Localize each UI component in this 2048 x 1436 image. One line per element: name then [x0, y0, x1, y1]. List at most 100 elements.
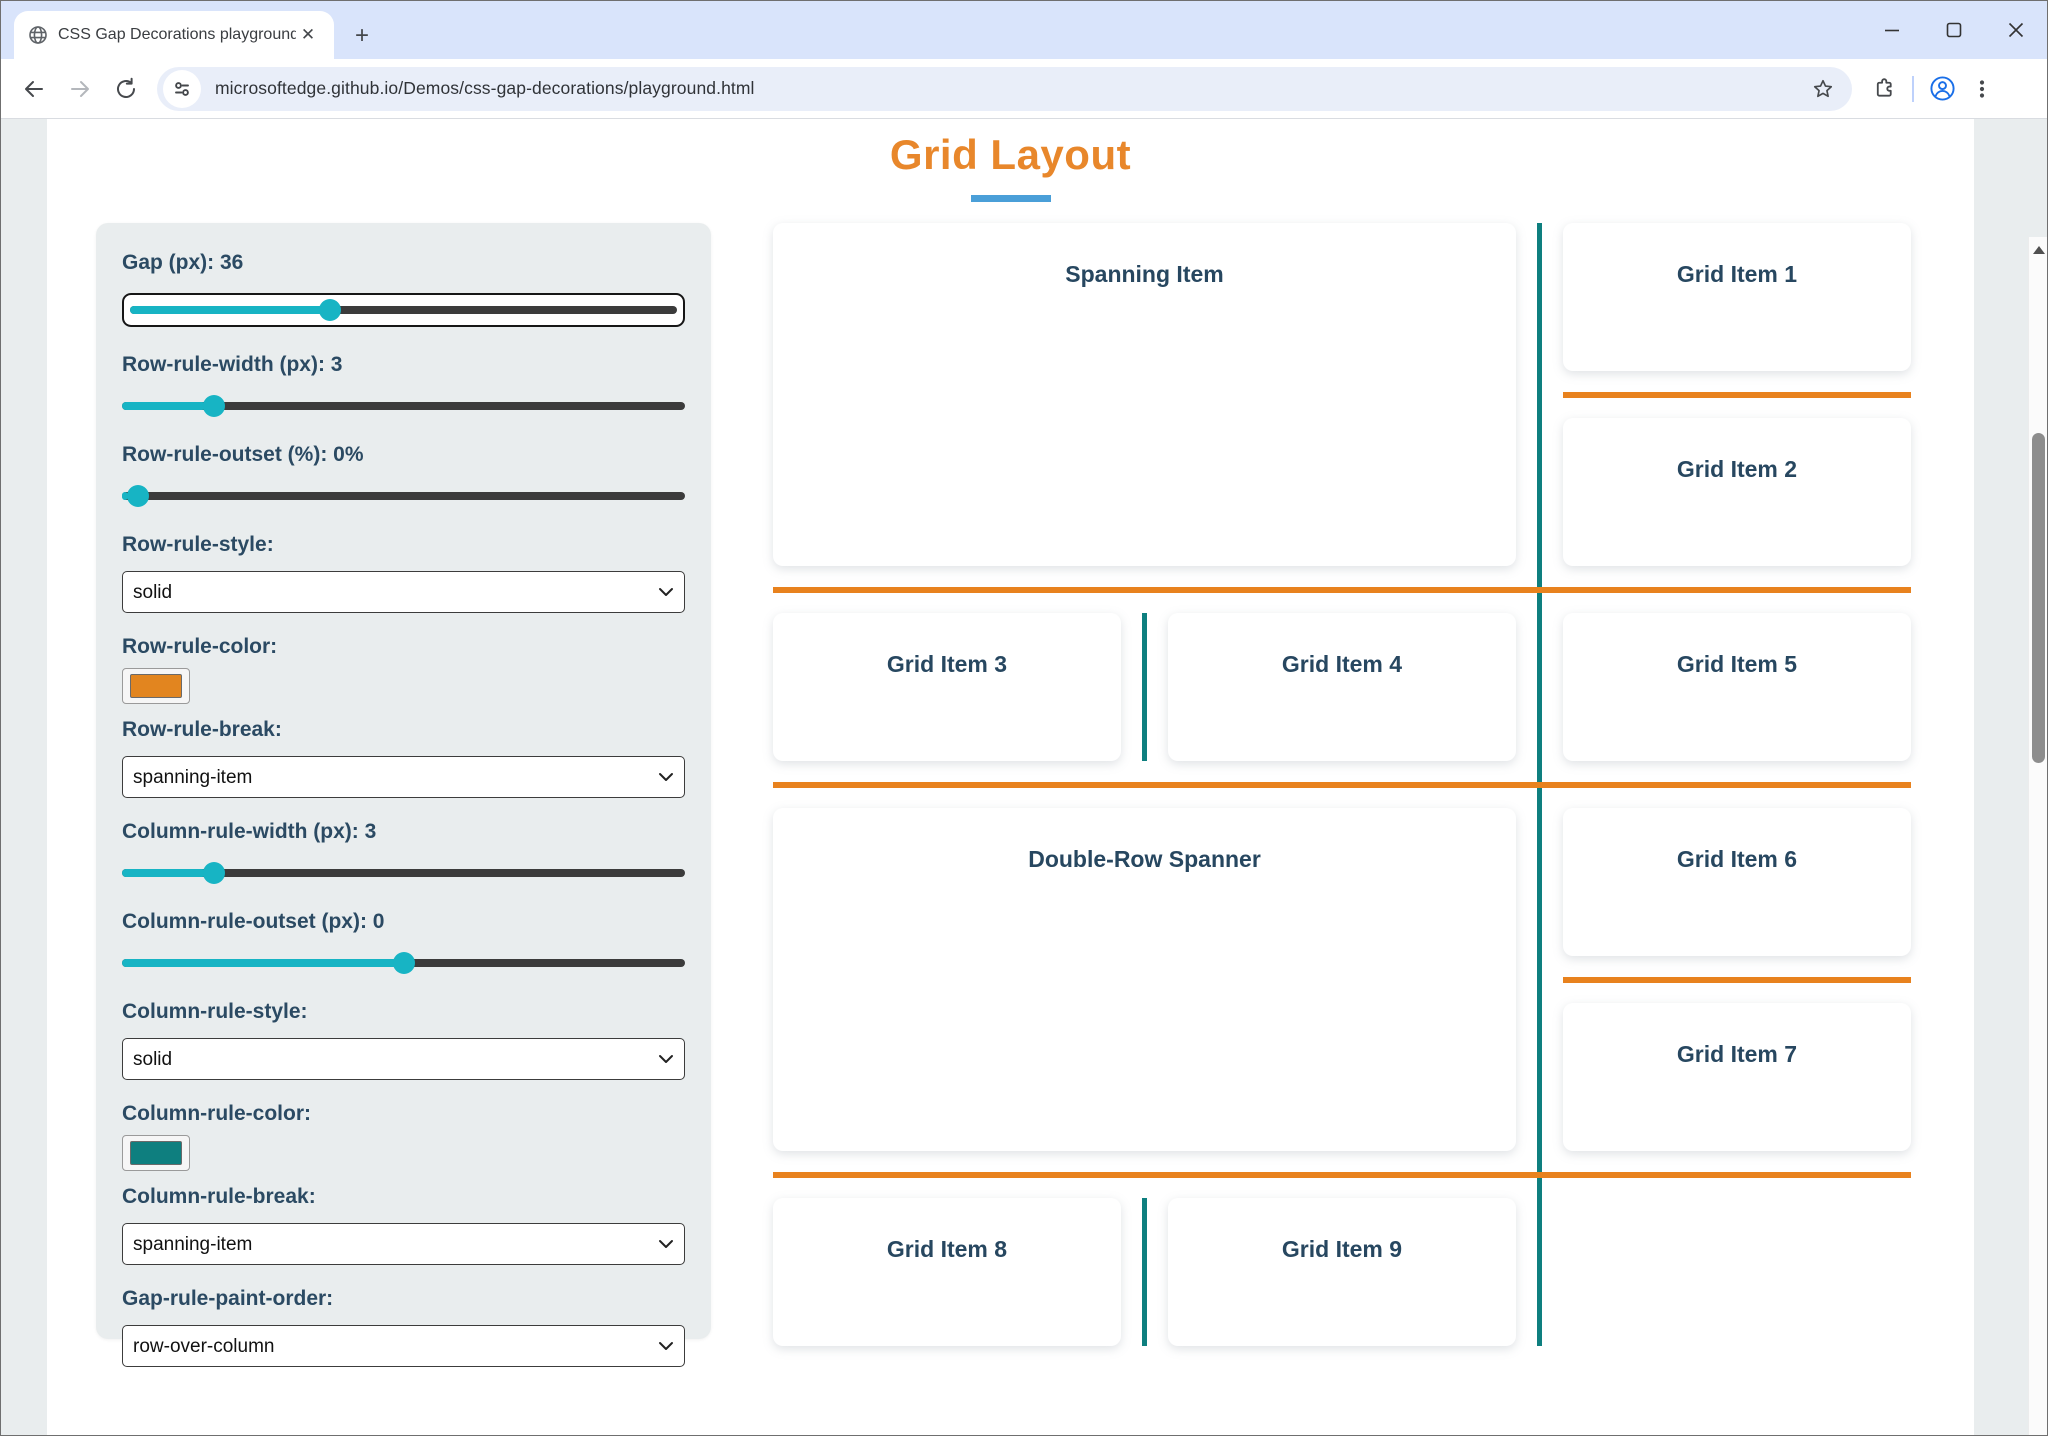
- row-rule-color-label: Row-rule-color:: [122, 635, 278, 658]
- page-title: Grid Layout: [889, 131, 1132, 178]
- page-viewport: Grid Layout Gap (px): 36 Row-rule-wi: [1, 119, 2047, 1435]
- grid-card-double-row-spanner: Double-Row Spanner: [773, 808, 1516, 1151]
- slider-thumb[interactable]: [392, 952, 415, 974]
- column-rule-row6: [1142, 1198, 1147, 1346]
- row-rule-col3-gap1: [1563, 392, 1911, 398]
- row-rule-width-slider[interactable]: [122, 395, 685, 417]
- scroll-up-icon[interactable]: [2029, 239, 2047, 261]
- slider-track[interactable]: [122, 402, 685, 410]
- close-icon[interactable]: [1985, 1, 2047, 59]
- menu-three-dots-icon[interactable]: [1962, 69, 2002, 109]
- row-rule-break-control: Row-rule-break: spanning-item: [122, 718, 685, 798]
- row-rule-outset-slider[interactable]: [122, 485, 685, 507]
- gap-control: Gap (px): 36: [122, 251, 685, 327]
- demo-grid-area: Spanning Item Grid Item 1 Grid Item 2 Gr…: [773, 223, 1911, 1346]
- gap-slider[interactable]: [130, 299, 677, 321]
- tab-strip: CSS Gap Decorations playground ✕ +: [1, 1, 2047, 59]
- toolbar-right-icons: [1864, 69, 2002, 109]
- grid-card-9: Grid Item 9: [1168, 1198, 1516, 1346]
- column-rule-color-swatch: [130, 1141, 182, 1165]
- column-rule-break-label: Column-rule-break:: [122, 1185, 316, 1208]
- slider-thumb[interactable]: [203, 395, 226, 417]
- profile-avatar-icon[interactable]: [1922, 69, 1962, 109]
- row-rule-color-picker[interactable]: [122, 668, 190, 704]
- column-rule-color-picker[interactable]: [122, 1135, 190, 1171]
- control-panel: Gap (px): 36 Row-rule-width (px): 3: [96, 223, 711, 1367]
- scrollbar-thumb[interactable]: [2032, 433, 2045, 763]
- column-rule-break-select[interactable]: spanning-item: [122, 1223, 685, 1265]
- row-rule-outset-label: Row-rule-outset (%): 0%: [122, 443, 364, 466]
- gap-slider-focus-ring: [122, 293, 685, 327]
- grid-card-6: Grid Item 6: [1563, 808, 1911, 956]
- row-rule-width-control: Row-rule-width (px): 3: [122, 353, 685, 417]
- slider-track[interactable]: [122, 492, 685, 500]
- slider-thumb[interactable]: [203, 862, 226, 884]
- row-rule-outset-control: Row-rule-outset (%): 0%: [122, 443, 685, 507]
- column-rule-style-control: Column-rule-style: solid: [122, 1000, 685, 1080]
- maximize-icon[interactable]: [1923, 1, 1985, 59]
- column-rule-width-slider[interactable]: [122, 862, 685, 884]
- tab-title: CSS Gap Decorations playground: [58, 26, 296, 43]
- gap-label: Gap (px): 36: [122, 251, 244, 274]
- grid-card-4: Grid Item 4: [1168, 613, 1516, 761]
- column-rule-width-label: Column-rule-width (px): 3: [122, 820, 377, 843]
- extensions-puzzle-icon[interactable]: [1864, 69, 1904, 109]
- row-rule-color-swatch: [130, 674, 182, 698]
- row-rule-col3-gap4: [1563, 977, 1911, 983]
- demo-grid: Spanning Item Grid Item 1 Grid Item 2 Gr…: [773, 223, 1911, 1346]
- row-rule-full-gap5: [773, 1172, 1911, 1178]
- slider-fill: [122, 402, 207, 410]
- minimize-icon[interactable]: [1861, 1, 1923, 59]
- back-icon[interactable]: [11, 66, 57, 112]
- slider-fill: [130, 306, 327, 314]
- row-rule-break-select[interactable]: spanning-item: [122, 756, 685, 798]
- column-rule-outset-slider[interactable]: [122, 952, 685, 974]
- slider-track[interactable]: [122, 869, 685, 877]
- browser-toolbar: microsoftedge.github.io/Demos/css-gap-de…: [1, 59, 2047, 119]
- row-rule-style-select[interactable]: solid: [122, 571, 685, 613]
- column-rule-color-control: Column-rule-color:: [122, 1102, 685, 1171]
- grid-card-spanning-item: Spanning Item: [773, 223, 1516, 566]
- browser-tab[interactable]: CSS Gap Decorations playground ✕: [14, 11, 334, 59]
- new-tab-button[interactable]: +: [354, 22, 369, 49]
- slider-fill: [122, 869, 207, 877]
- bookmark-star-icon[interactable]: [1806, 72, 1840, 106]
- column-rule-outset-control: Column-rule-outset (px): 0: [122, 910, 685, 974]
- slider-thumb[interactable]: [127, 485, 150, 507]
- grid-card-1: Grid Item 1: [1563, 223, 1911, 371]
- favicon-globe-icon: [28, 25, 48, 45]
- slider-fill: [122, 492, 128, 500]
- url-text[interactable]: microsoftedge.github.io/Demos/css-gap-de…: [215, 78, 755, 98]
- slider-track[interactable]: [130, 306, 677, 314]
- heading-underline: [971, 195, 1051, 202]
- row-rule-full-gap3: [773, 782, 1911, 788]
- vertical-scrollbar[interactable]: [2028, 237, 2047, 1435]
- forward-icon[interactable]: [57, 66, 103, 112]
- row-rule-full-gap2: [773, 587, 1911, 593]
- column-rule-width-control: Column-rule-width (px): 3: [122, 820, 685, 884]
- grid-card-3: Grid Item 3: [773, 613, 1121, 761]
- row-rule-style-control: Row-rule-style: solid: [122, 533, 685, 613]
- grid-card-7: Grid Item 7: [1563, 1003, 1911, 1151]
- column-rule-outset-label: Column-rule-outset (px): 0: [122, 910, 385, 933]
- column-rule-break-control: Column-rule-break: spanning-item: [122, 1185, 685, 1265]
- gap-rule-paint-order-control: Gap-rule-paint-order: row-over-column: [122, 1287, 685, 1367]
- gap-rule-paint-order-label: Gap-rule-paint-order:: [122, 1287, 334, 1310]
- row-rule-color-control: Row-rule-color:: [122, 635, 685, 704]
- gap-rule-paint-order-select[interactable]: row-over-column: [122, 1325, 685, 1367]
- column-rule-style-select[interactable]: solid: [122, 1038, 685, 1080]
- reload-icon[interactable]: [103, 66, 149, 112]
- page-content: Grid Layout Gap (px): 36 Row-rule-wi: [47, 119, 1974, 1435]
- column-rule-row3: [1142, 613, 1147, 761]
- site-info-tune-icon[interactable]: [163, 69, 201, 108]
- column-rule-color-label: Column-rule-color:: [122, 1102, 311, 1125]
- row-rule-break-label: Row-rule-break:: [122, 718, 282, 741]
- slider-fill: [122, 959, 404, 967]
- tab-close-icon[interactable]: ✕: [300, 25, 316, 44]
- slider-thumb[interactable]: [319, 299, 341, 321]
- url-bar[interactable]: microsoftedge.github.io/Demos/css-gap-de…: [157, 66, 1852, 111]
- column-rule-style-label: Column-rule-style:: [122, 1000, 308, 1023]
- window-controls: [1861, 1, 2047, 59]
- grid-card-5: Grid Item 5: [1563, 613, 1911, 761]
